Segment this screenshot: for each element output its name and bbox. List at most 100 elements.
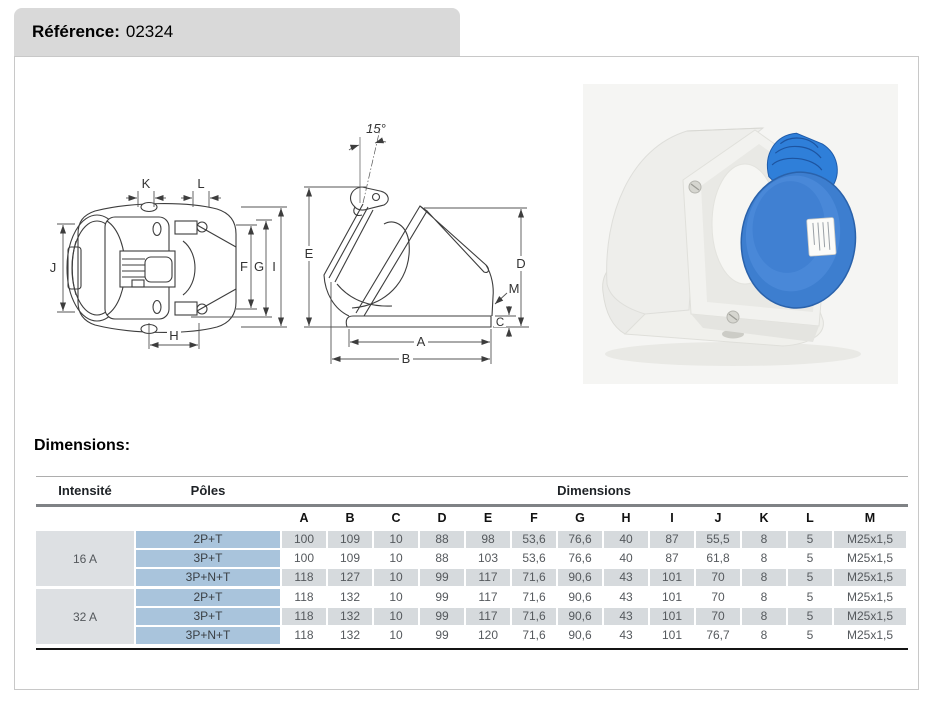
reference-tab: Référence: 02324 [14,8,460,56]
value-cell: 99 [420,608,464,625]
value-cell: 103 [466,550,510,567]
column-header-I: I [670,511,674,525]
table-header-row: Intensité Pôles Dimensions [36,476,908,504]
rear-dimension-lines [57,191,287,349]
value-cell: 43 [604,627,648,644]
side-view-drawing: 15° E D M C A B [302,121,529,366]
value-cell: 40 [604,531,648,548]
value-cell: 87 [650,550,694,567]
value-cell: 5 [788,608,832,625]
value-cell: 118 [282,608,326,625]
value-cell: 88 [420,531,464,548]
value-cell: 90,6 [558,627,602,644]
value-cell: 117 [466,608,510,625]
poles-cell: 3P+N+T [136,627,280,644]
product-photo-illustration [583,84,898,384]
value-cell: 43 [604,569,648,586]
dim-label-C: C [496,317,504,329]
value-cell: 99 [420,589,464,606]
value-cell: 132 [328,608,372,625]
value-cell: 8 [742,531,786,548]
value-cell: 10 [374,550,418,567]
table-header-rule [36,504,908,507]
dim-label-M: M [509,281,520,296]
value-cell: M25x1,5 [834,531,906,548]
value-cell: 70 [696,608,740,625]
value-cell: 127 [328,569,372,586]
value-cell: 101 [650,569,694,586]
value-cell: 98 [466,531,510,548]
value-cell: 117 [466,569,510,586]
side-body-outline [323,186,494,328]
value-cell: 76,6 [558,531,602,548]
dim-label-G: G [254,259,264,274]
value-cell: 5 [788,531,832,548]
value-cell: 8 [742,569,786,586]
value-cell: 8 [742,608,786,625]
blue-lid [740,132,857,309]
rear-view-drawing: K L J F G I H [50,176,287,349]
column-header-M: M [864,511,876,525]
value-cell: 53,6 [512,550,556,567]
value-cell: M25x1,5 [834,627,906,644]
value-cell: 109 [328,550,372,567]
value-cell: 71,6 [512,589,556,606]
angle-label: 15° [366,121,386,136]
poles-cell: 3P+T [136,608,280,625]
column-header-C: C [391,511,401,525]
column-header-E: E [483,511,493,525]
value-cell: 40 [604,550,648,567]
value-cell: 70 [696,589,740,606]
intensity-cell: 32 A [36,589,134,644]
value-cell: M25x1,5 [834,550,906,567]
value-cell: 71,6 [512,627,556,644]
intensity-cell: 16 A [36,531,134,586]
value-cell: 5 [788,627,832,644]
dim-label-J: J [50,260,57,275]
column-header-A: A [299,511,309,525]
column-header-dimensions: Dimensions [557,483,631,498]
column-header-L: L [806,511,814,525]
column-header-poles: Pôles [190,483,226,498]
value-cell: M25x1,5 [834,569,906,586]
content-panel: K L J F G I H [14,56,919,690]
value-cell: 43 [604,589,648,606]
value-cell: 101 [650,608,694,625]
value-cell: 132 [328,627,372,644]
value-cell: 101 [650,627,694,644]
value-cell: 109 [328,531,372,548]
column-header-J: J [714,511,722,525]
dim-label-L: L [197,176,204,191]
dim-label-D: D [516,256,525,271]
product-label [806,217,837,257]
value-cell: 8 [742,627,786,644]
dim-label-E: E [305,246,314,261]
value-cell: 10 [374,569,418,586]
reference-value: 02324 [125,22,174,41]
value-cell: 70 [696,569,740,586]
value-cell: 132 [328,589,372,606]
value-cell: 90,6 [558,608,602,625]
poles-cell: 2P+T [136,531,280,548]
value-cell: 5 [788,589,832,606]
column-header-K: K [759,511,769,525]
value-cell: 118 [282,589,326,606]
value-cell: 55,5 [696,531,740,548]
value-cell: 76,6 [558,550,602,567]
reference-label: Référence: [32,22,120,41]
value-cell: 99 [420,569,464,586]
dim-label-F: F [240,259,248,274]
dim-label-K: K [142,176,151,191]
column-header-B: B [345,511,355,525]
column-header-D: D [437,511,447,525]
table-bottom-rule [36,648,908,650]
value-cell: M25x1,5 [834,608,906,625]
value-cell: 5 [788,569,832,586]
dim-label-B: B [402,351,411,366]
rear-body-outline [66,201,237,335]
value-cell: 8 [742,550,786,567]
